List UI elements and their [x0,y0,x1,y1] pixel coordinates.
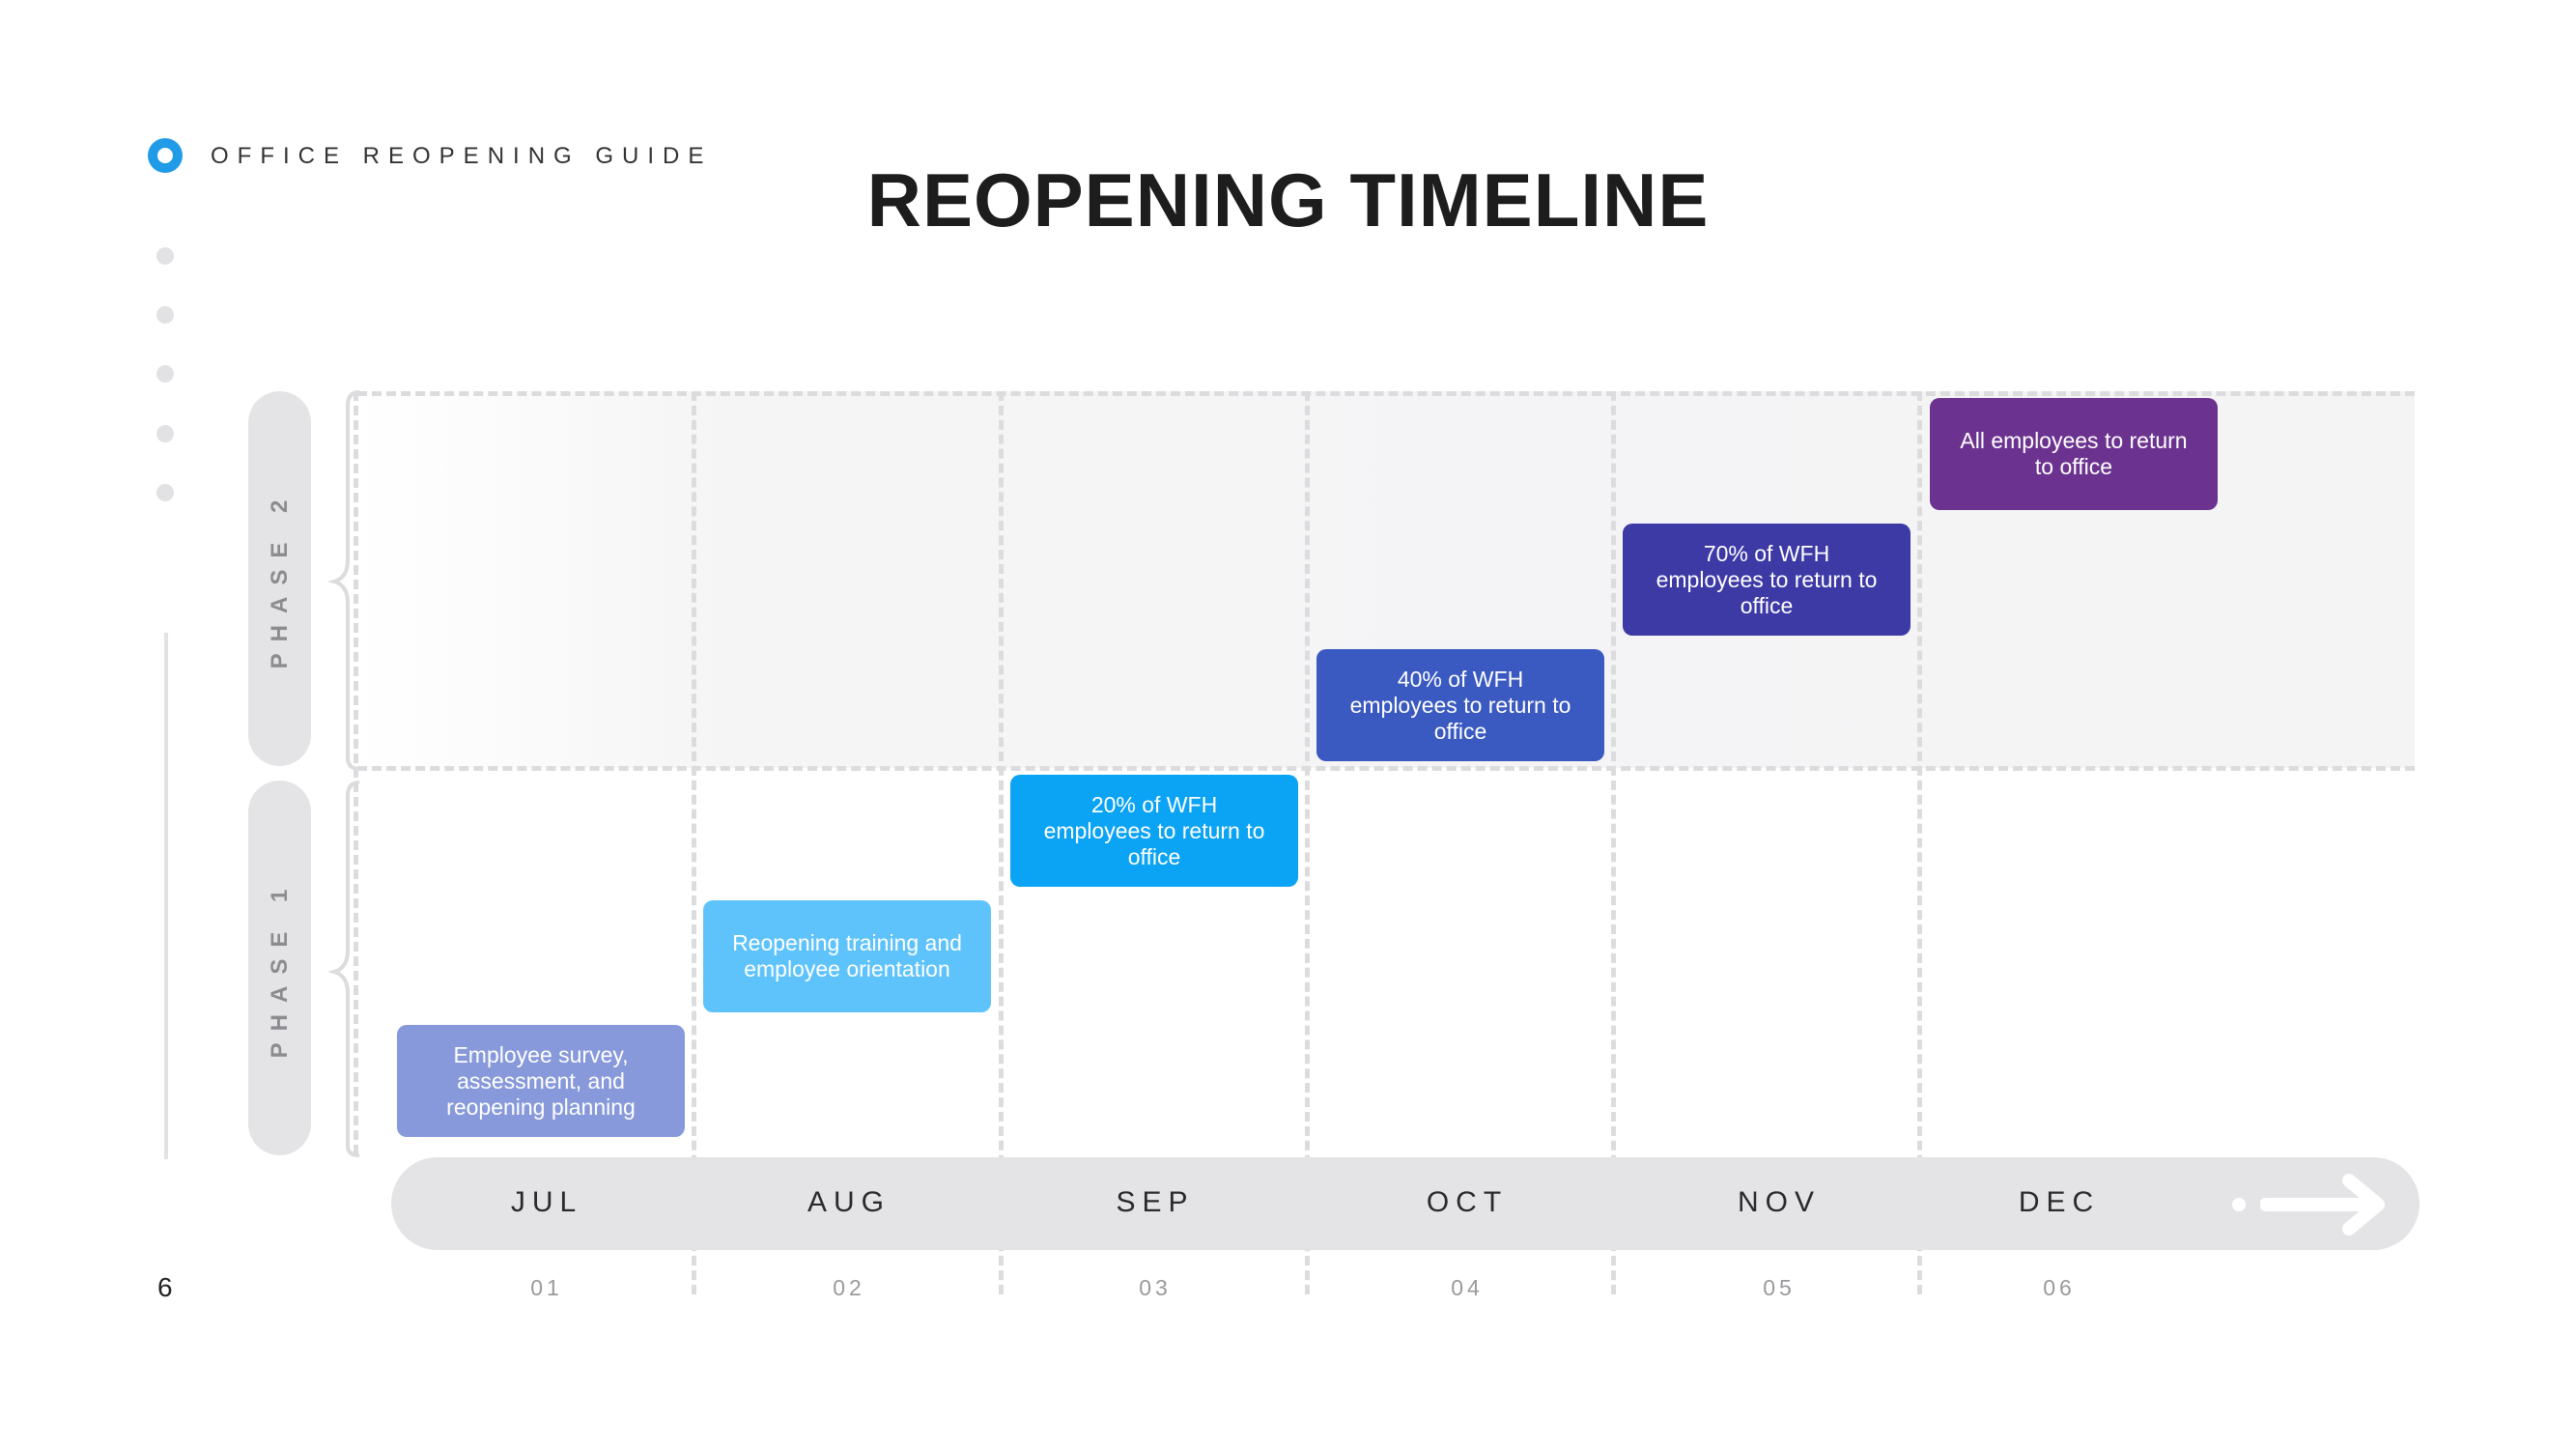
grid-col-line [692,391,696,1294]
month-dec: DEC [2018,1186,2101,1218]
phase-2-pill: PHASE 2 [248,391,311,766]
month-num-06: 06 [2043,1275,2076,1300]
grid-col-line [999,391,1004,1294]
grid-col-line [1611,391,1616,1294]
milestone-jul[interactable]: Employee survey, assessment, and reopeni… [397,1025,685,1137]
grid-line-top [357,391,2415,396]
milestone-dec[interactable]: All employees to return to office [1930,398,2218,510]
arrow-right-icon [2260,1174,2385,1236]
phase-2-label: PHASE 2 [266,488,293,669]
page-number: 6 [157,1272,173,1302]
grid-line-left [354,391,358,1154]
grid-col-line [1917,391,1922,1294]
milestone-oct[interactable]: 40% of WFH employees to return to office [1316,649,1604,761]
month-sep: SEP [1116,1186,1195,1218]
month-aug: AUG [807,1186,891,1218]
nav-dot-5[interactable] [156,484,174,501]
month-num-03: 03 [1139,1275,1172,1300]
nav-dot-1[interactable] [156,247,174,265]
month-oct: OCT [1426,1186,1509,1218]
logo-ring-icon [148,138,183,173]
phase-braces [328,390,360,1157]
month-nov: NOV [1737,1186,1821,1218]
page-title: REOPENING TIMELINE [866,157,1710,242]
brand-label: OFFICE REOPENING GUIDE [211,143,713,169]
month-num-01: 01 [530,1275,563,1300]
nav-dot-4[interactable] [156,425,174,442]
grid-line-middle [357,766,2415,771]
month-num-05: 05 [1763,1275,1796,1300]
month-jul: JUL [510,1186,583,1218]
side-divider [164,633,168,1159]
nav-dot-2[interactable] [156,306,174,324]
phase-1-label: PHASE 1 [266,877,293,1059]
timeline-bar [391,1157,2420,1250]
phase-1-pill: PHASE 1 [248,781,311,1155]
milestone-sep[interactable]: 20% of WFH employees to return to office [1010,775,1298,887]
month-num-02: 02 [833,1275,865,1300]
month-num-04: 04 [1451,1275,1484,1300]
nav-dot-3[interactable] [156,365,174,383]
grid-col-line [1305,391,1310,1294]
milestone-aug[interactable]: Reopening training and employee orientat… [703,900,991,1012]
milestone-nov[interactable]: 70% of WFH employees to return to office [1623,524,1911,636]
timeline-dot [2232,1198,2246,1211]
